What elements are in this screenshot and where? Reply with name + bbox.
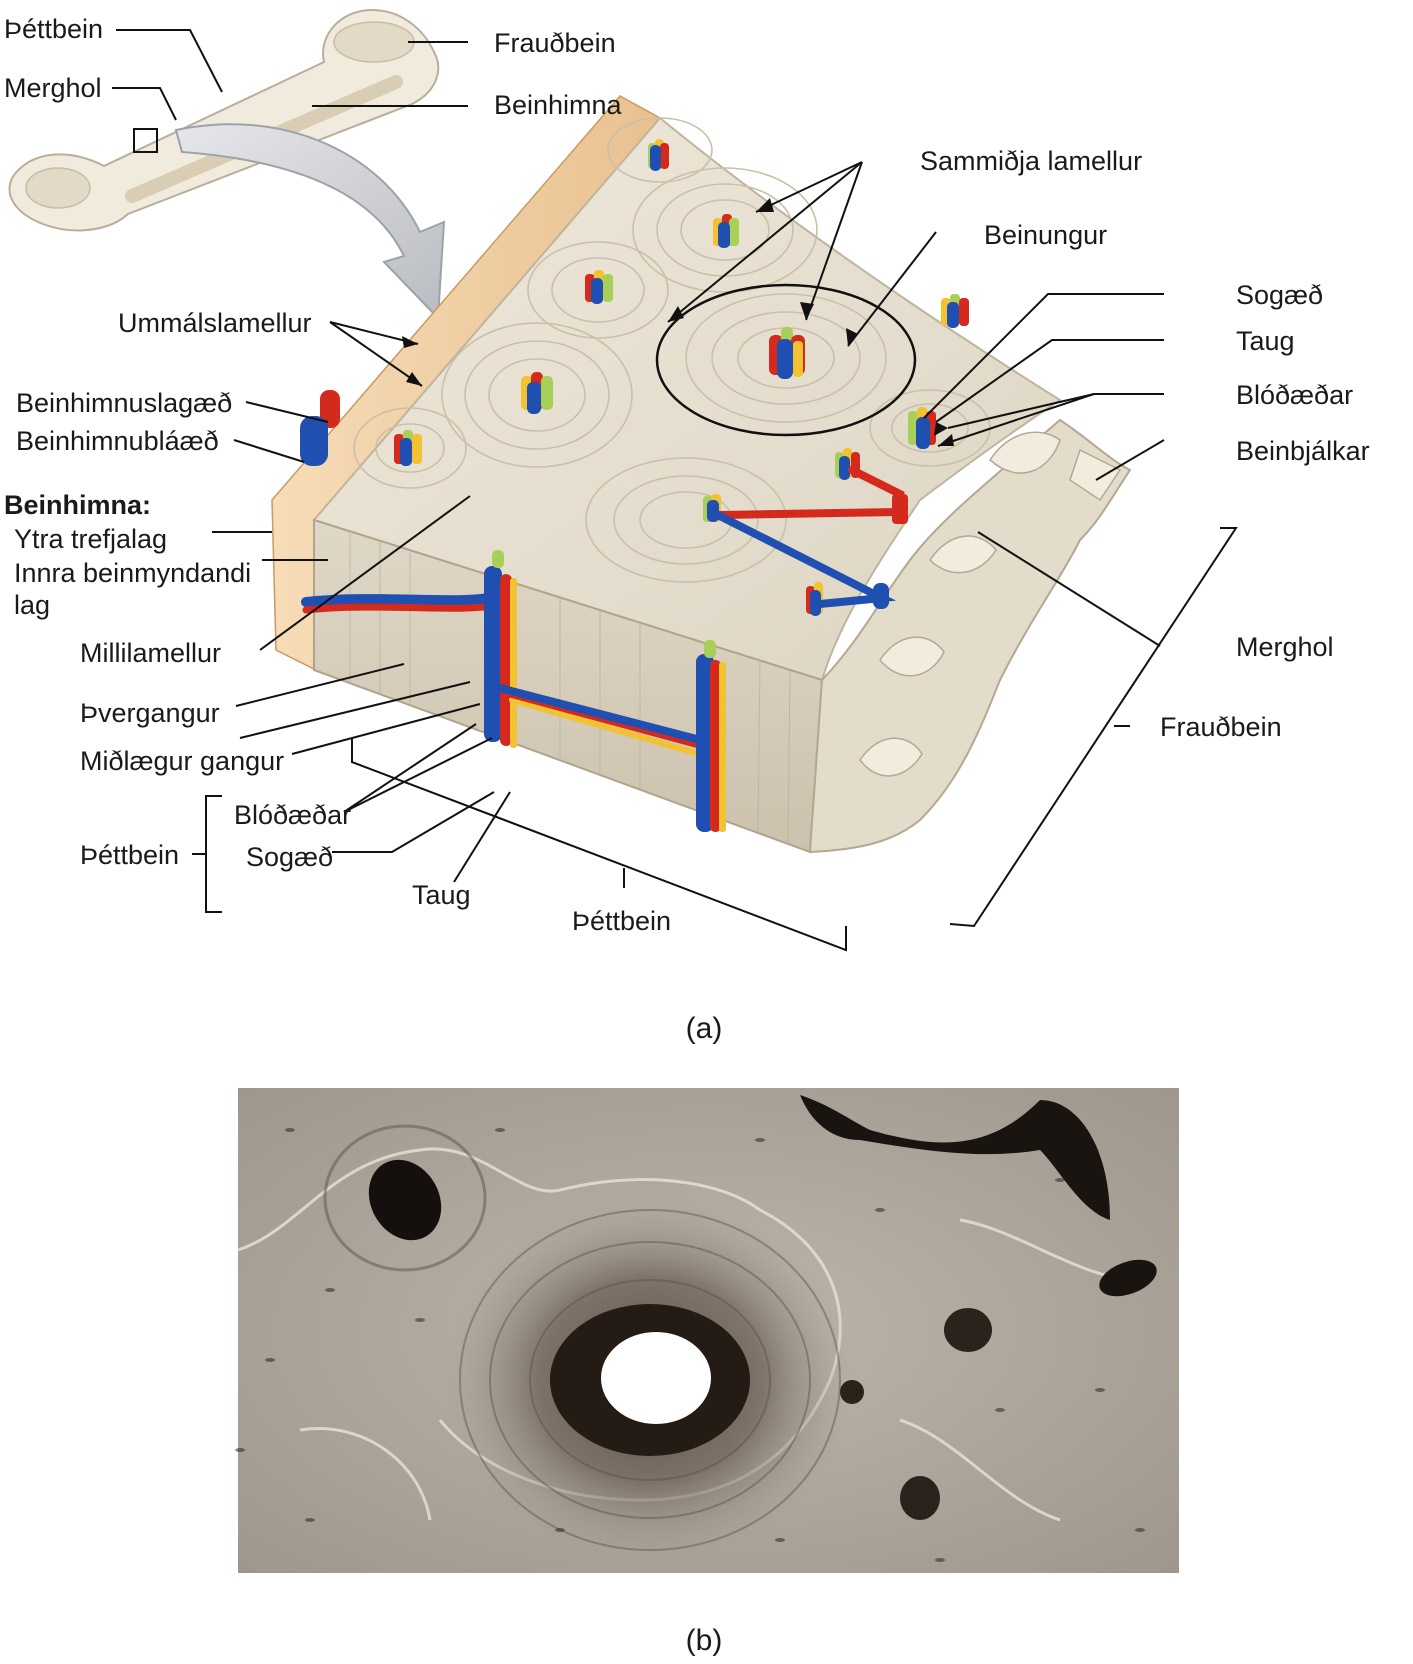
femur-illustration (8, 8, 440, 232)
leader-arrowheads (402, 198, 954, 446)
zoom-arrow (174, 123, 446, 321)
label-interstitial-lamellae: Millilamellur (80, 638, 221, 668)
label-outer-fibrous-layer: Ytra trefjalag (14, 524, 167, 554)
osteon-rings (353, 117, 991, 583)
label-blood-vessels-left: Blóðæðar (234, 800, 351, 830)
label-inner-osteogenic-layer-1: Innra beinmyndandi (14, 558, 251, 588)
label-central-canal: Miðlægur gangur (80, 746, 284, 776)
label-periosteum-top: Beinhimna (494, 90, 623, 120)
label-periosteal-artery: Beinhimnuslagæð (16, 388, 232, 418)
label-compact-bone-left: Þéttbein (80, 840, 179, 870)
label-lymph-vessel-right: Sogæð (1236, 280, 1323, 310)
label-trabeculae: Beinbjálkar (1236, 436, 1370, 466)
bone-block-top (312, 116, 1062, 682)
label-compact-bone-top: Þéttbein (4, 14, 103, 44)
label-concentric-lamellae: Sammiðja lamellur (920, 146, 1142, 176)
label-marrow-cavity-right: Merghol (1236, 632, 1334, 662)
panel-b-micrograph: (b) (235, 1088, 1179, 1657)
label-nerve-bottom: Taug (412, 880, 471, 910)
label-periosteum-heading: Beinhimna: (4, 490, 151, 520)
label-spongy-bone-right: Frauðbein (1160, 712, 1282, 742)
caption-a: (a) (686, 1012, 723, 1045)
label-marrow-cavity-top: Merghol (4, 73, 102, 103)
label-periosteal-vein: Beinhimnubláæð (16, 426, 219, 456)
panel-a-diagram: Þéttbein Merghol Frauðbein Beinhimna Sam… (4, 8, 1370, 1045)
zoom-box (133, 128, 158, 153)
leader-lines (112, 29, 1238, 952)
diagram-labels: Þéttbein Merghol Frauðbein Beinhimna Sam… (4, 14, 1370, 936)
label-perforating-canal: Þvergangur (80, 698, 220, 728)
top-perforating-vessels (708, 466, 908, 609)
label-osteon: Beinungur (984, 220, 1107, 250)
label-compact-bone-bottom: Þéttbein (572, 906, 671, 936)
periosteal-vessels (300, 390, 340, 466)
label-blood-vessels-right: Blóðæðar (1236, 380, 1353, 410)
label-nerve-right: Taug (1236, 326, 1295, 356)
label-lymph-vessel-left: Sogæð (246, 842, 333, 872)
label-inner-osteogenic-layer-2: lag (14, 590, 50, 620)
caption-b: (b) (686, 1624, 723, 1657)
front-canal-vessels (301, 550, 726, 832)
osteon-highlight-ring (655, 283, 917, 437)
label-spongy-bone-top: Frauðbein (494, 28, 616, 58)
label-circumferential-lamellae: Ummálslamellur (118, 308, 312, 338)
